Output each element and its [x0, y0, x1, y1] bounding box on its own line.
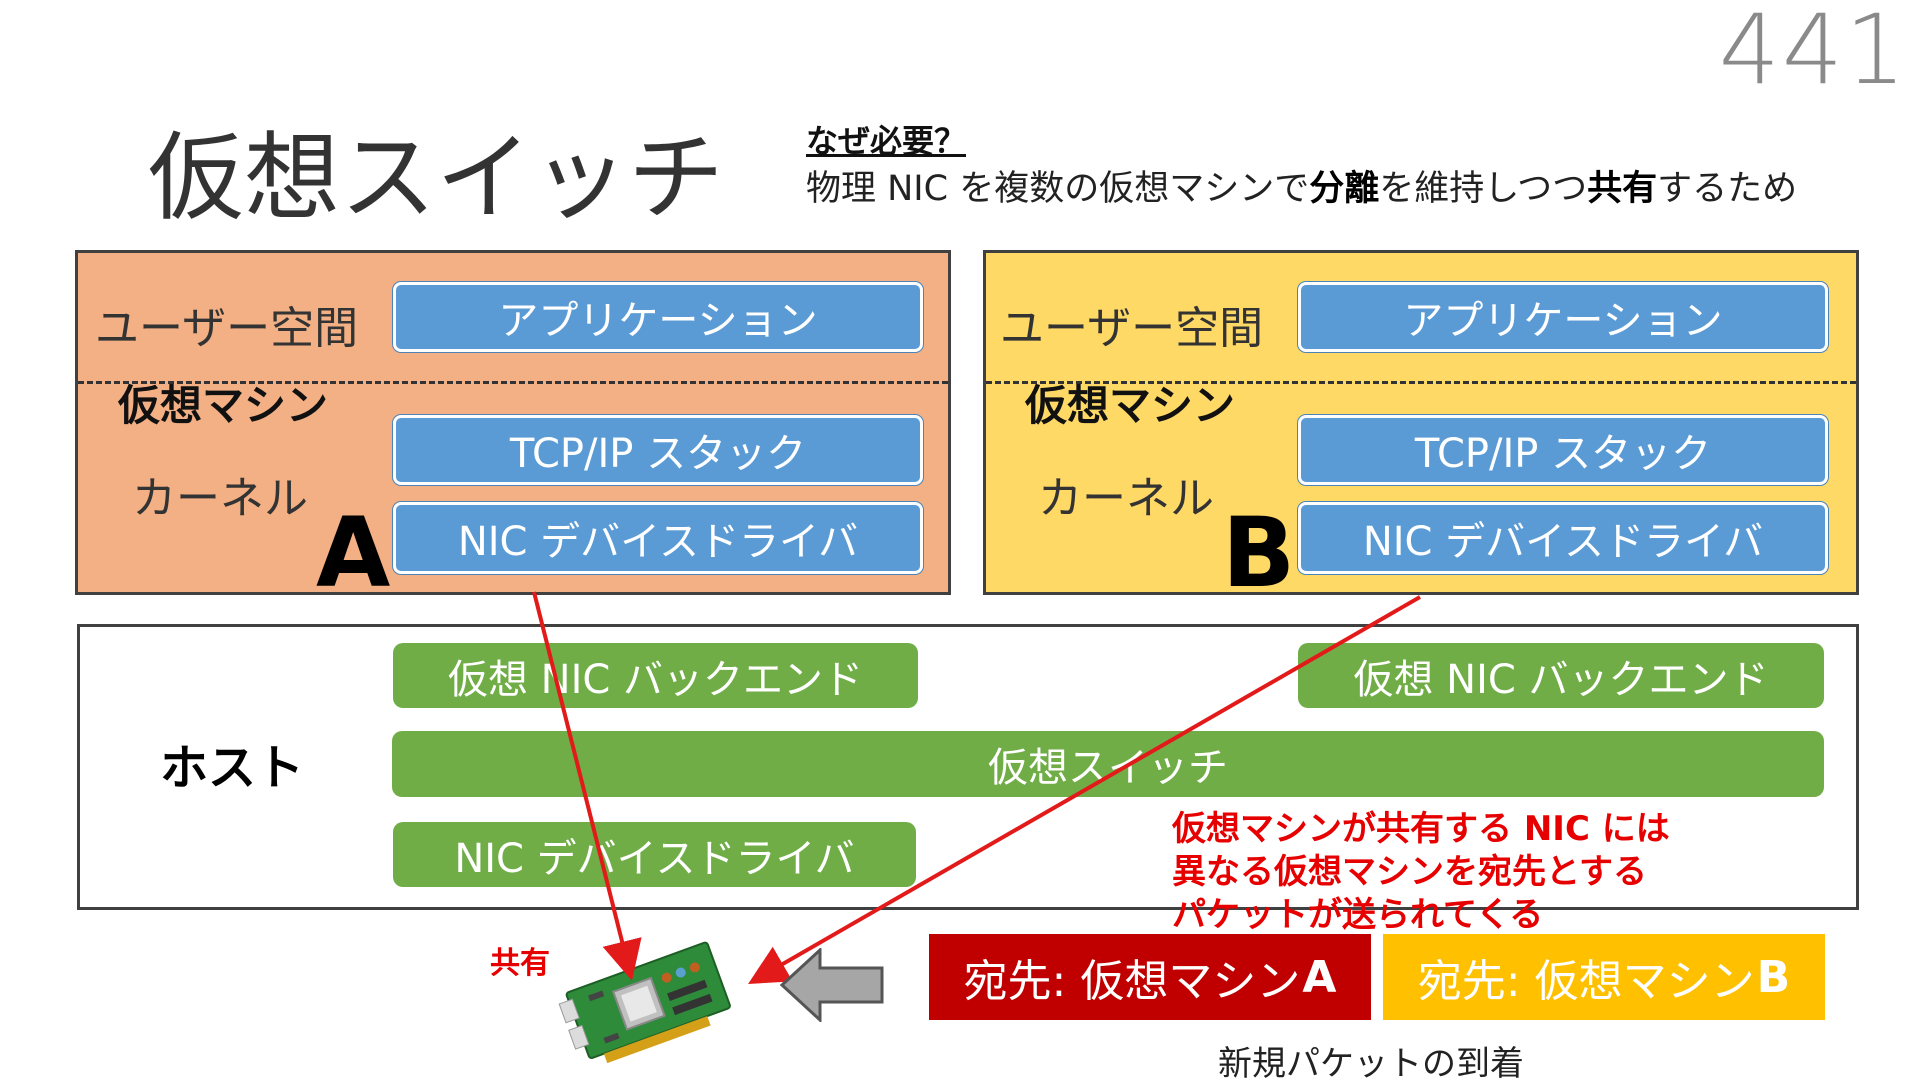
note-line2: 異なる仮想マシンを宛先とする: [1172, 852, 1647, 892]
why-text: 物理 NIC を複数の仮想マシンで分離を維持しつつ共有するため: [806, 160, 1797, 211]
note-line1: 仮想マシンが共有する NIC には: [1172, 809, 1670, 849]
why-text-part3: するため: [1657, 169, 1798, 209]
vm-b-application-box: アプリケーション: [1298, 282, 1828, 352]
vm-b-title: 仮想マシン: [1025, 381, 1236, 430]
vm-b-kernel-label: カーネル: [1038, 473, 1214, 524]
vm-a-kernel-label: カーネル: [132, 473, 308, 524]
arrow-left-icon: [780, 948, 884, 1022]
new-packet-arrival-label: 新規パケットの到着: [1218, 1044, 1524, 1084]
vm-a-application-box: アプリケーション: [393, 282, 923, 352]
page-number: 441: [1718, 0, 1908, 106]
why-text-part1: 物理 NIC を複数の仮想マシンで: [806, 169, 1310, 209]
line-vm-a-to-nic: [532, 591, 642, 981]
line-vm-b-to-nic: [748, 595, 1421, 984]
vm-a-user-space-label: ユーザー空間: [95, 303, 359, 354]
vm-b-tcpip-box: TCP/IP スタック: [1298, 415, 1828, 485]
packet-a-prefix: 宛先: 仮想マシン: [963, 956, 1301, 1007]
vm-b-divider: [986, 381, 1856, 384]
vm-a-tcpip-box: TCP/IP スタック: [393, 415, 923, 485]
shared-nic-note: 仮想マシンが共有する NIC には 異なる仮想マシンを宛先とする パケットが送ら…: [1172, 808, 1670, 937]
virtual-switch-bar: 仮想スイッチ: [392, 731, 1824, 797]
note-line3: パケットが送られてくる: [1172, 895, 1544, 935]
packet-b-prefix: 宛先: 仮想マシン: [1417, 956, 1755, 1007]
vm-b-nic-driver-box: NIC デバイスドライバ: [1298, 502, 1828, 574]
vm-a-title: 仮想マシン: [118, 381, 329, 430]
host-label: ホスト: [160, 740, 305, 796]
vm-a-divider: [78, 381, 948, 384]
why-bold-share: 共有: [1587, 169, 1658, 209]
why-text-part2: を維持しつつ: [1379, 169, 1588, 209]
shared-label: 共有: [490, 946, 550, 981]
why-bold-isolation: 分離: [1309, 169, 1380, 209]
vm-a-nic-driver-box: NIC デバイスドライバ: [393, 502, 923, 574]
page-title: 仮想スイッチ: [148, 122, 724, 234]
host-nic-driver: NIC デバイスドライバ: [393, 822, 916, 887]
why-heading: なぜ必要？: [806, 122, 967, 160]
packet-a-letter: A: [1302, 951, 1337, 1003]
host-backend-b: 仮想 NIC バックエンド: [1298, 643, 1824, 708]
packet-b-letter: B: [1756, 951, 1791, 1003]
vm-b-letter: B: [1222, 497, 1296, 609]
vm-a-letter: A: [316, 497, 391, 609]
vm-b-user-space-label: ユーザー空間: [1000, 303, 1264, 354]
host-backend-a: 仮想 NIC バックエンド: [393, 643, 918, 708]
